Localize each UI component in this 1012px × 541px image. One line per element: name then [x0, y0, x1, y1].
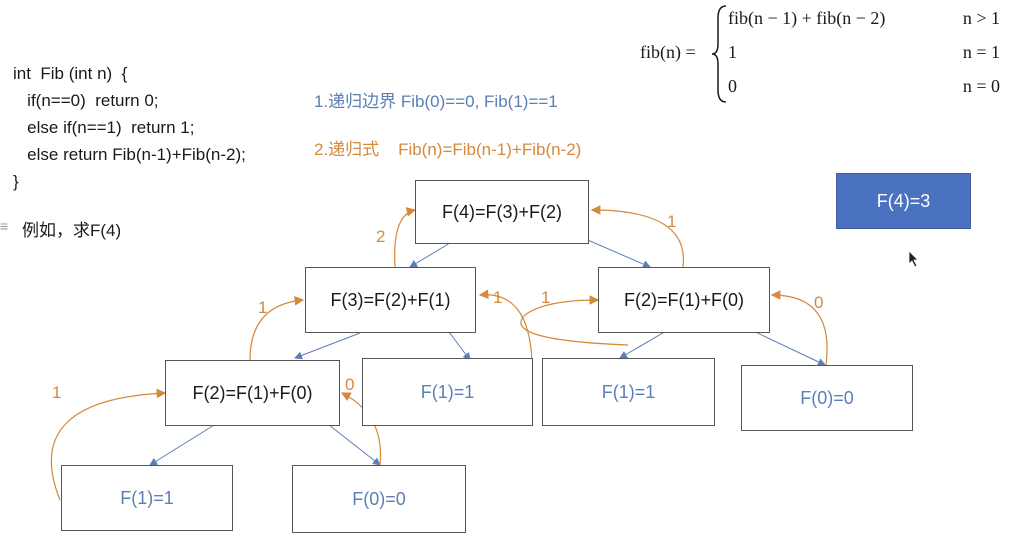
return-f2-root: [590, 205, 685, 268]
return-f1-f2r: [520, 295, 629, 346]
code-line: int Fib (int n) {: [13, 64, 128, 83]
return-label: 1: [258, 298, 267, 317]
return-label: 0: [814, 293, 823, 312]
example-text: 例如，求F(4): [22, 221, 122, 240]
boundary-note: 1.递归边界 Fib(0)==0, Fib(1)==1: [314, 92, 558, 111]
code-block: int Fib (int n) { if(n==0) return 0; els…: [13, 60, 246, 195]
node-f0-a: F(0)=0: [741, 365, 913, 431]
node-f1-a: F(1)=1: [362, 358, 533, 426]
node-f3: F(3)=F(2)+F(1): [305, 267, 476, 333]
return-f1-f2a: [50, 388, 167, 501]
formula-cond1: n > 1: [962, 8, 1000, 28]
recurrence-note: 2.递归式 Fib(n)=Fib(n-1)+Fib(n-2): [314, 140, 582, 159]
node-label: F(2)=F(1)+F(0): [192, 382, 313, 403]
node-label: F(0)=0: [352, 488, 406, 509]
node-label: F(4)=F(3)+F(2): [441, 201, 562, 222]
return-label: 1: [667, 212, 676, 231]
node-f1-b: F(1)=1: [542, 358, 715, 426]
formula-cond3: n = 0: [962, 76, 1000, 96]
node-label: F(1)=1: [120, 487, 174, 508]
formula-case2: 1: [728, 42, 737, 62]
formula-cond2: n = 1: [962, 42, 1000, 62]
return-label: 0: [345, 375, 354, 394]
code-line: else return Fib(n-1)+Fib(n-2);: [13, 145, 246, 164]
fib-formula: fib(n) = fib(n − 1) + fib(n − 2) n > 1 1…: [640, 4, 1012, 104]
node-label: F(0)=0: [800, 387, 854, 408]
node-f4: F(4)=F(3)+F(2): [415, 180, 589, 244]
node-f0-b: F(0)=0: [292, 465, 466, 533]
node-label: F(1)=1: [601, 381, 656, 402]
edge-root-f3: [409, 242, 451, 268]
return-label: 1: [541, 288, 550, 307]
formula-lhs: fib(n) =: [640, 42, 696, 62]
return-f3-root: [394, 207, 417, 268]
node-label: F(1)=1: [420, 381, 475, 402]
edge-f3-f2a: [294, 332, 361, 360]
node-label: F(2)=F(1)+F(0): [623, 289, 744, 310]
node-f1-c: F(1)=1: [61, 465, 233, 531]
return-f2a-f3: [249, 296, 305, 361]
node-f2-right: F(2)=F(1)+F(0): [598, 267, 770, 333]
formula-case1: fib(n − 1) + fib(n − 2): [728, 8, 886, 28]
return-label: 1: [52, 383, 61, 402]
node-label: F(3)=F(2)+F(1): [330, 289, 451, 310]
brace-icon: [711, 5, 727, 103]
formula-case3: 0: [728, 76, 737, 96]
code-line: else if(n==1) return 1;: [13, 118, 195, 137]
bullet-icon: ≡: [0, 218, 9, 234]
result-box: F(4)=3: [836, 173, 971, 229]
code-line: if(n==0) return 0;: [13, 91, 159, 110]
code-line: }: [13, 172, 19, 191]
node-f2-left: F(2)=F(1)+F(0): [165, 360, 340, 426]
return-label: 1: [493, 288, 502, 307]
return-f0-f2r: [770, 290, 828, 366]
return-label: 2: [376, 227, 385, 246]
mouse-cursor-icon: [908, 250, 919, 268]
result-label: F(4)=3: [876, 190, 931, 211]
